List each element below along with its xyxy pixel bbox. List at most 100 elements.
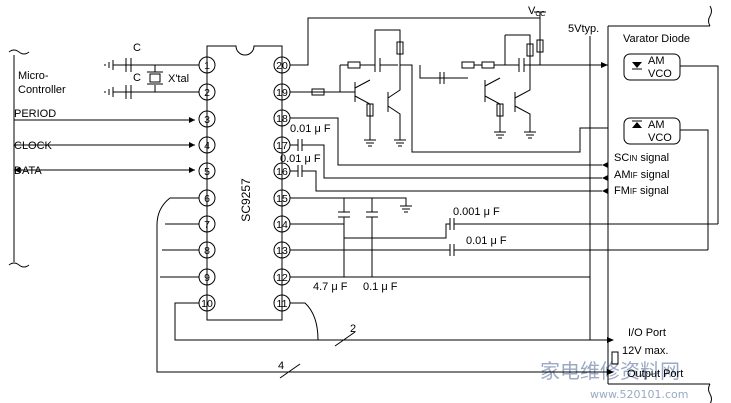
io-port-label: I/O Port bbox=[628, 327, 666, 339]
mcu-label-line2: Controller bbox=[18, 84, 66, 96]
resistor-r5 bbox=[461, 61, 475, 69]
ground-icon-2 bbox=[104, 87, 114, 97]
pin-8-label: 8 bbox=[204, 245, 210, 257]
varactor-diode-icon-2 bbox=[632, 122, 642, 128]
am-vco-1-box bbox=[623, 53, 681, 81]
data-arrow-left bbox=[14, 167, 20, 173]
pin-13-label: 13 bbox=[276, 245, 288, 257]
pin-6-label: 6 bbox=[204, 193, 210, 205]
period-arrow bbox=[189, 117, 195, 123]
ic-left-pins: 1 2 3 4 5 6 7 8 9 10 bbox=[198, 56, 216, 312]
cap-0001 bbox=[449, 218, 455, 230]
signal-inputs: SCIN signal 0.01 μ F AMIF signal 0.01 μ … bbox=[280, 117, 669, 197]
resistor-r2 bbox=[347, 61, 361, 69]
cap-c2-label: C bbox=[133, 72, 141, 84]
pin17-wire bbox=[290, 144, 602, 179]
output-port-arrow bbox=[607, 369, 614, 375]
cap-t2 bbox=[439, 72, 445, 84]
vco2-tune-wire bbox=[680, 129, 709, 250]
pin-15-label: 15 bbox=[276, 193, 288, 205]
varactor-label: Varator Diode bbox=[623, 33, 690, 45]
resistor-r8 bbox=[526, 43, 534, 57]
twelve-v-label: 12V max. bbox=[622, 345, 668, 357]
am-if-arrow bbox=[602, 175, 608, 181]
pin-19-label: 19 bbox=[276, 87, 288, 99]
xtal-body bbox=[149, 73, 161, 83]
right-block-top bbox=[608, 5, 712, 27]
pin16-wire bbox=[290, 170, 602, 192]
cap-001b bbox=[449, 244, 455, 256]
am-vco-1-am: AM bbox=[648, 55, 665, 67]
am-vco-2-box bbox=[623, 117, 681, 145]
pin-11-label: 11 bbox=[277, 298, 288, 310]
pin-3-label: 3 bbox=[204, 114, 210, 126]
vco-out-arrow bbox=[601, 62, 608, 68]
io-port-arrow bbox=[607, 337, 614, 343]
fm-if-arrow bbox=[602, 188, 608, 194]
cap-16-label: 0.01 μ F bbox=[280, 153, 321, 165]
ground-icon-1 bbox=[104, 60, 114, 70]
cap-001b-label: 0.01 μ F bbox=[466, 235, 507, 247]
pin-4-label: 4 bbox=[204, 140, 210, 152]
supply-and-right-block: 5Vtyp. Varator Diode AM VCO AM VCO bbox=[568, 5, 719, 403]
resistor-r9 bbox=[536, 39, 544, 53]
bus4-slash bbox=[279, 363, 301, 379]
cap-t1 bbox=[374, 58, 381, 72]
mcu-break-top bbox=[8, 49, 30, 55]
ic-outline bbox=[206, 45, 283, 321]
cap-17-label: 0.01 μ F bbox=[290, 123, 331, 135]
bus4-wire bbox=[156, 197, 608, 373]
ic-sc9257: SC9257 bbox=[206, 45, 283, 321]
xtal-plates bbox=[147, 71, 163, 85]
am-vco-2-vco: VCO bbox=[648, 132, 672, 144]
cap-47-label: 4.7 μ F bbox=[313, 281, 348, 293]
pin-2-label: 2 bbox=[204, 87, 210, 99]
pin20-wire bbox=[290, 17, 541, 66]
resistor-r6 bbox=[481, 61, 495, 69]
net-f bbox=[474, 35, 506, 66]
pin-5-label: 5 bbox=[204, 166, 210, 178]
cap-c1 bbox=[125, 58, 132, 72]
pin-14-label: 14 bbox=[276, 219, 288, 231]
bus2-slash bbox=[334, 331, 356, 347]
io-buses: 2 I/O Port 4 12V max. Output Port bbox=[156, 197, 683, 380]
clock-arrow bbox=[189, 142, 195, 148]
am-vco-2-am: AM bbox=[648, 119, 665, 131]
ground-icon-5 bbox=[494, 125, 506, 139]
sc-in-arrow bbox=[602, 162, 608, 168]
transistor-q4 bbox=[505, 34, 531, 112]
ground-icon-6 bbox=[514, 105, 536, 139]
transistor-q2 bbox=[374, 29, 401, 112]
fm-if-label: FMIF signal bbox=[614, 185, 669, 197]
output-port-label: Output Port bbox=[627, 368, 683, 380]
resistor-r7 bbox=[496, 103, 504, 117]
resistor-r3 bbox=[366, 103, 374, 117]
cap-01-label: 0.1 μ F bbox=[363, 281, 398, 293]
pin-1-label: 1 bbox=[204, 60, 210, 72]
watermark-url: www.520101.com bbox=[590, 388, 688, 401]
filter-network: 0.001 μ F 0.01 μ F 4.7 μ F 0.1 μ F bbox=[290, 197, 718, 293]
pin15-ground bbox=[290, 197, 412, 213]
pullup-resistor bbox=[611, 351, 619, 365]
pin11-wire bbox=[290, 302, 608, 341]
mcu-break-bottom bbox=[8, 262, 30, 268]
cap-c1-label: C bbox=[133, 42, 141, 54]
pin-16-label: 16 bbox=[276, 166, 288, 178]
cap-16 bbox=[297, 165, 303, 177]
cap-t3 bbox=[518, 58, 525, 72]
pin10-wire bbox=[174, 302, 318, 341]
right-block-bottom bbox=[608, 383, 712, 403]
ic-label: SC9257 bbox=[239, 178, 253, 222]
five-v-label: 5Vtyp. bbox=[568, 23, 599, 35]
net-e bbox=[419, 65, 468, 79]
pin-9-label: 9 bbox=[204, 272, 210, 284]
pin-17-label: 17 bbox=[276, 140, 288, 152]
pin-10-label: 10 bbox=[201, 298, 213, 310]
ic-right-pins: 20 19 18 17 16 15 14 13 12 11 bbox=[273, 56, 291, 312]
vco-transistor-network: VCC bbox=[290, 5, 608, 153]
pin-5 bbox=[198, 162, 216, 180]
cap-0001-label: 0.001 μ F bbox=[453, 206, 500, 218]
vcc-label: VCC bbox=[528, 5, 545, 18]
pin-12-label: 12 bbox=[276, 272, 288, 284]
